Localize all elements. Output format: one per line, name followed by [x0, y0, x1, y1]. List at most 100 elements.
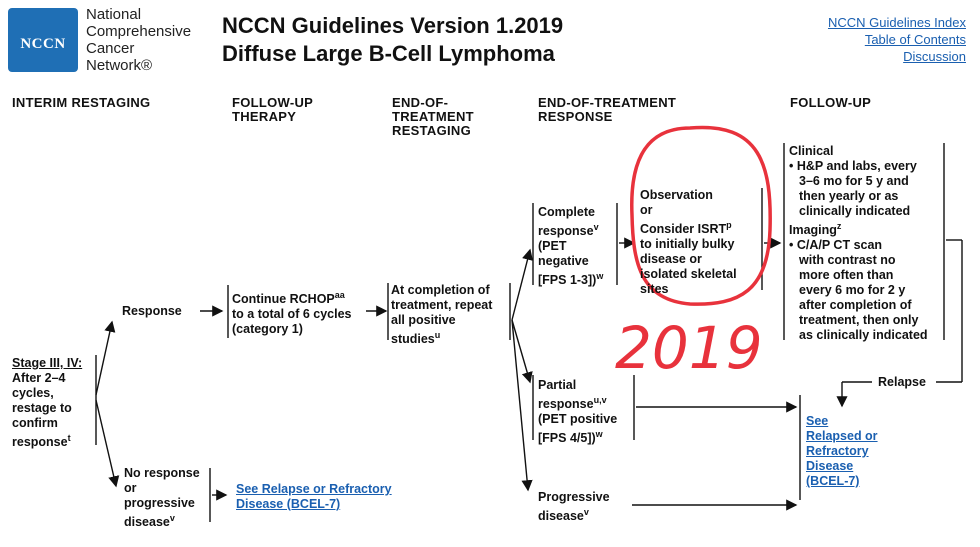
clinical-line: with contrast no	[799, 253, 896, 268]
restaging-line: studies	[391, 332, 435, 347]
restaging-line: At completion of	[391, 283, 490, 297]
link-line[interactable]: Disease (BCEL-7)	[236, 497, 341, 511]
relapsed-refractory-link[interactable]: See Relapsed or Refractory Disease (BCEL…	[806, 414, 878, 489]
observation-line: sites	[640, 282, 669, 297]
header-line: END-OF-TREATMENT	[538, 95, 677, 110]
response-line: response	[538, 397, 594, 412]
header-line: RESTAGING	[392, 123, 472, 138]
org-line: National	[86, 6, 142, 23]
therapy-line: (category 1)	[232, 322, 303, 337]
footnote-sup: v	[583, 507, 589, 517]
top-links: NCCN Guidelines Index Table of Contents …	[828, 14, 966, 65]
header-line: END-OF-	[392, 95, 449, 110]
branch-line: progressive	[124, 496, 195, 510]
observation-line: Observation	[640, 188, 713, 202]
no-response-branch: No response or progressive diseasev	[124, 466, 200, 530]
footnote-sup: w	[595, 429, 603, 440]
clinical-line: then yearly or as	[799, 189, 899, 203]
clinical-line: as clinically indicated	[799, 328, 928, 343]
observation-line: isolated skeletal	[640, 267, 737, 282]
header-line: THERAPY	[232, 109, 297, 124]
org-line: Comprehensive	[86, 23, 192, 40]
clinical-line: after completion of	[799, 298, 912, 313]
organization-name: National Comprehensive Cancer Network®	[86, 6, 191, 74]
link-line[interactable]: Refractory	[806, 444, 869, 458]
handwritten-2019: 2019	[615, 314, 763, 382]
response-line: Complete	[538, 205, 595, 219]
response-line: (PET	[538, 239, 567, 254]
header-line: FOLLOW-UP	[232, 95, 314, 110]
stage-line: cycles,	[12, 386, 54, 400]
clinical-line: • H&P and labs, every	[789, 159, 917, 173]
col-header-followup: FOLLOW-UP	[790, 95, 872, 110]
org-line: Cancer	[86, 40, 135, 57]
nccn-logo-text: NCCN	[20, 36, 66, 52]
partial-response-box: Partial responseu,v (PET positive [FPS 4…	[538, 378, 617, 446]
restaging-box: At completion of treatment, repeat all p…	[391, 283, 492, 347]
stage-line: restage to	[12, 401, 72, 415]
response-line: negative	[538, 254, 589, 269]
branch-line: No response	[124, 466, 200, 480]
clinical-line: • C/A/P CT scan	[789, 238, 883, 253]
col-header-interim: INTERIM RESTAGING	[12, 95, 151, 110]
nccn-logo	[8, 8, 78, 72]
col-header-eot-response: END-OF-TREATMENT RESPONSE	[538, 96, 676, 124]
stage-title: Stage III, IV:	[12, 356, 83, 370]
page-title: NCCN Guidelines Version 1.2019 Diffuse L…	[222, 12, 563, 68]
footnote-sup: z	[836, 221, 842, 231]
clinical-line: 3–6 mo for 5 y and	[799, 174, 909, 188]
response-line: Partial	[538, 378, 577, 392]
observation-line: or	[640, 203, 653, 217]
footnote-sup: w	[596, 271, 604, 282]
observation-line: to initially bulky	[640, 237, 735, 252]
restaging-line: treatment, repeat	[391, 298, 493, 312]
stage-line: response	[12, 435, 68, 450]
title-line: NCCN Guidelines Version 1.2019	[222, 13, 564, 38]
response-line: disease	[538, 509, 584, 524]
observation-line: disease or	[640, 252, 702, 267]
complete-response-box: Complete responsev (PET negative [FPS 1-…	[538, 205, 603, 288]
stage-line: confirm	[12, 416, 58, 430]
clinical-line: every 6 mo for 2 y	[799, 283, 906, 298]
relapse-label: Relapse	[878, 375, 926, 389]
clinical-title: Clinical	[789, 144, 834, 158]
progressive-disease-box: Progressive diseasev	[538, 490, 610, 524]
link-line[interactable]: Relapsed or	[806, 429, 878, 443]
link-line[interactable]: See Relapse or Refractory	[236, 482, 392, 496]
response-branch: Response	[122, 304, 182, 318]
footnote-sup: u	[434, 330, 441, 340]
branch-line: disease	[124, 515, 170, 530]
table-of-contents-link[interactable]: Table of Contents	[864, 32, 966, 47]
footnote-sup: v	[593, 222, 599, 232]
header-line: RESPONSE	[538, 109, 613, 124]
handwritten-annotation	[630, 125, 772, 306]
response-line: [FPS 1-3])	[538, 273, 597, 288]
discussion-link[interactable]: Discussion	[903, 49, 966, 64]
col-header-followup-therapy: FOLLOW-UP THERAPY	[232, 96, 313, 124]
response-line: Progressive	[538, 490, 610, 504]
response-line: (PET positive	[538, 412, 618, 427]
stage-block: Stage III, IV: After 2–4 cycles, restage…	[12, 356, 82, 450]
footnote-sup: aa	[334, 290, 345, 300]
response-line: response	[538, 224, 594, 239]
imaging-title: Imaging	[789, 223, 837, 238]
org-line: Network®	[86, 57, 153, 74]
footnote-sup: t	[67, 433, 71, 443]
link-line[interactable]: Disease	[806, 459, 854, 473]
clinical-line: treatment, then only	[799, 313, 919, 328]
observation-box: Observation or Consider ISRTp to initial…	[640, 188, 737, 297]
link-line[interactable]: See	[806, 414, 829, 428]
refractory-link[interactable]: See Relapse or Refractory Disease (BCEL-…	[236, 482, 392, 512]
clinical-line: clinically indicated	[799, 204, 911, 218]
footnote-sup: p	[726, 220, 732, 230]
guidelines-index-link[interactable]: NCCN Guidelines Index	[827, 15, 966, 30]
branch-line: or	[124, 481, 137, 495]
therapy-line: Continue RCHOP	[232, 292, 335, 307]
therapy-line: to a total of 6 cycles	[232, 307, 352, 322]
col-header-eot-restaging: END-OF- TREATMENT RESTAGING	[392, 96, 474, 138]
header-line: TREATMENT	[392, 109, 474, 124]
link-line[interactable]: (BCEL-7)	[806, 474, 860, 488]
restaging-line: all positive	[391, 313, 456, 327]
title-line: Diffuse Large B-Cell Lymphoma	[222, 41, 555, 66]
